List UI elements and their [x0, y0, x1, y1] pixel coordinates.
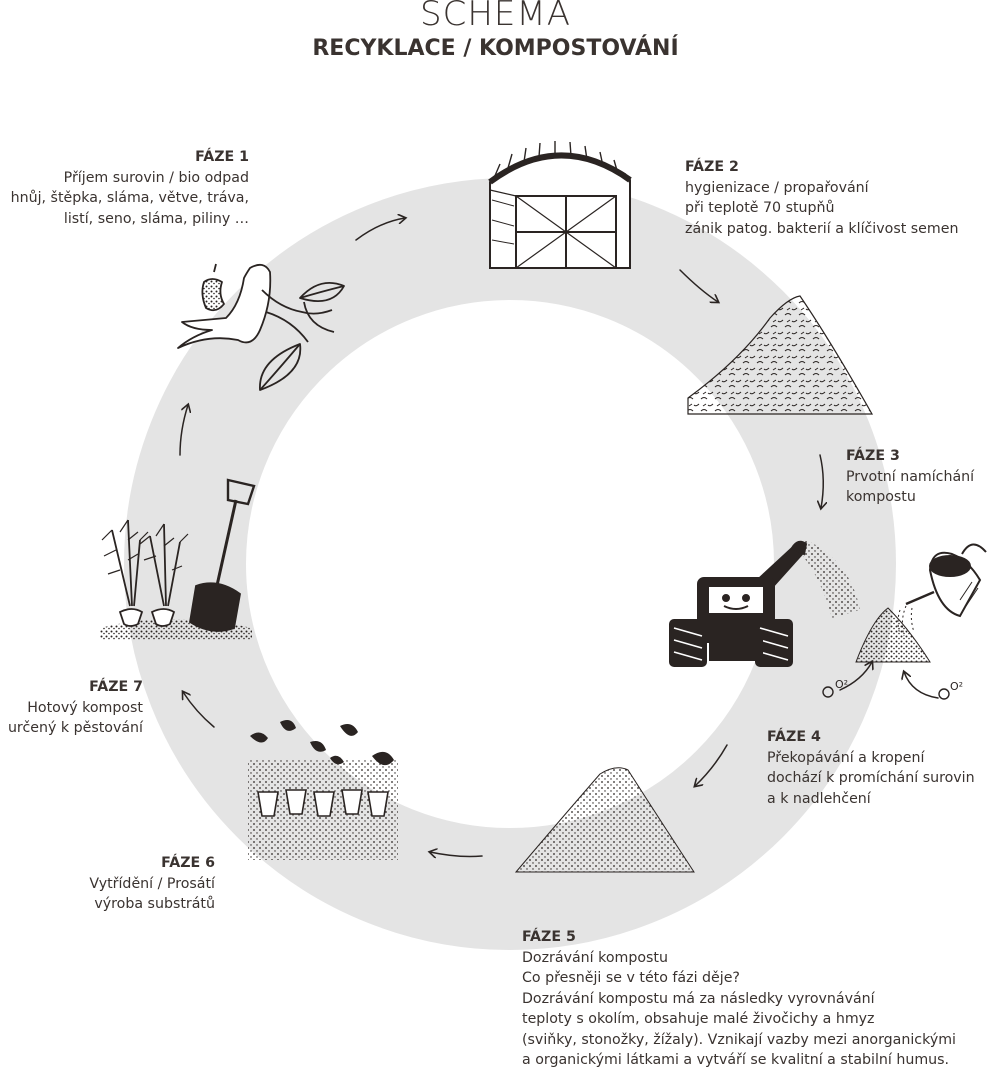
- phase-2-line: zánik patog. bakterií a klíčivost semen: [685, 219, 958, 240]
- phase-5-line: a organickými látkami a vytváří se kvali…: [522, 1050, 956, 1071]
- phase-6-text: FÁZE 6 Vytřídění / Prosátí výroba substr…: [89, 853, 215, 915]
- phase-4-heading: FÁZE 4: [767, 727, 975, 748]
- phase-2-text: FÁZE 2 hygienizace / propařování při tep…: [685, 157, 958, 239]
- phase-5-line: Dozrávání kompostu: [522, 948, 956, 969]
- phase-5-heading: FÁZE 5: [522, 927, 956, 948]
- phase-4-text: FÁZE 4 Překopávání a kropení dochází k p…: [767, 727, 975, 809]
- phase-5-line: (sviňky, stonožky, žížaly). Vznikají vaz…: [522, 1030, 956, 1051]
- phase-1-heading: FÁZE 1: [11, 147, 249, 168]
- phase-3-text: FÁZE 3 Prvotní namíchání kompostu: [846, 446, 974, 508]
- phase-1-line: listí, seno, sláma, piliny …: [11, 209, 249, 230]
- phase-4-line: a k nadlehčení: [767, 789, 975, 810]
- phase-7-line: Hotový kompost: [8, 698, 143, 719]
- phase-5-line: teploty s okolím, obsahuje malé živočich…: [522, 1009, 956, 1030]
- phase-7-text: FÁZE 7 Hotový kompost určený k pěstování: [8, 677, 143, 739]
- arrow-o2-right: [904, 672, 938, 698]
- phase-2-line: při teplotě 70 stupňů: [685, 198, 958, 219]
- phase-1-line: hnůj, štěpka, sláma, větve, tráva,: [11, 188, 249, 209]
- phase-5-text: FÁZE 5 Dozrávání kompostu Co přesněji se…: [522, 927, 956, 1071]
- phase-5-line: Co přesněji se v této fázi děje?: [522, 968, 956, 989]
- phase-7-line: určený k pěstování: [8, 718, 143, 739]
- phase-6-line: výroba substrátů: [89, 894, 215, 915]
- phase-1-line: Příjem surovin / bio odpad: [11, 168, 249, 189]
- phase-3-line: Prvotní namíchání: [846, 467, 974, 488]
- phase-6-heading: FÁZE 6: [89, 853, 215, 874]
- oxygen-label-1: O²: [835, 678, 848, 691]
- phase-4-line: Překopávání a kropení: [767, 748, 975, 769]
- phase-2-heading: FÁZE 2: [685, 157, 958, 178]
- watering-can-illustration: [906, 544, 986, 616]
- hangar-illustration: [490, 141, 630, 268]
- phase-6-line: Vytřídění / Prosátí: [89, 874, 215, 895]
- phase-2-line: hygienizace / propařování: [685, 178, 958, 199]
- phase-3-line: kompostu: [846, 487, 974, 508]
- phase-5-line: Dozrávání kompostu má za následky vyrovn…: [522, 989, 956, 1010]
- oxygen-label-2: O²: [950, 680, 963, 693]
- phase-7-heading: FÁZE 7: [8, 677, 143, 698]
- phase-1-text: FÁZE 1 Příjem surovin / bio odpad hnůj, …: [11, 147, 249, 229]
- phase-4-line: dochází k promíchání surovin: [767, 768, 975, 789]
- phase-3-heading: FÁZE 3: [846, 446, 974, 467]
